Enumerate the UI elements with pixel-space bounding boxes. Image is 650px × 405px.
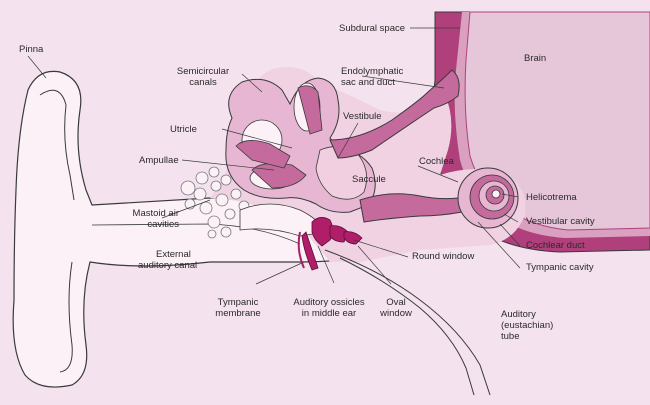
helicotrema-label: Helicotrema xyxy=(526,192,577,203)
pinna-label: Pinna xyxy=(19,44,44,55)
endolymphatic-duct xyxy=(329,69,460,159)
endolymphatic-line-1: Endolymphatic xyxy=(341,66,404,77)
external-line-1: External xyxy=(156,249,191,260)
auditory-tube-label: Auditory (eustachian) tube xyxy=(501,309,553,342)
oval-window-line-1: Oval xyxy=(386,297,406,308)
tympanic-membrane-line-1: Tympanic xyxy=(217,297,259,308)
tympanic-membrane-label: Tympanic membrane xyxy=(208,297,268,319)
ossicles-line-2: in middle ear xyxy=(301,308,357,319)
cochlea-label: Cochlea xyxy=(419,156,454,167)
endolymphatic-line-2: sac and duct xyxy=(341,77,395,88)
external-auditory-canal-label: External auditory canal xyxy=(138,249,197,271)
labyrinth xyxy=(225,77,376,213)
auditory-tube-line-3: tube xyxy=(501,331,520,342)
mastoid-label: Mastoid air cavities xyxy=(117,208,179,230)
vestibule-label: Vestibule xyxy=(343,111,382,122)
subdural-space-label: Subdural space xyxy=(339,23,406,34)
round-window-label: Round window xyxy=(412,251,475,262)
semicircular-canals-line-1: Semicircular xyxy=(176,66,230,77)
leader-lines xyxy=(27,27,521,285)
brain-label: Brain xyxy=(524,53,547,64)
ampullae-label: Ampullae xyxy=(139,155,179,166)
vestibular-cavity-label: Vestibular cavity xyxy=(526,216,595,227)
semicircular-canals-line-2: canals xyxy=(189,77,217,88)
ossicles-label: Auditory ossicles in middle ear xyxy=(281,297,377,319)
tympanic-membrane-line-2: membrane xyxy=(215,308,261,319)
semicircular-canals-label: Semicircular canals xyxy=(167,66,239,88)
tympanic-cavity-label: Tympanic cavity xyxy=(526,262,594,273)
pinna-fold xyxy=(39,89,75,373)
oval-window-line-2: window xyxy=(380,308,412,319)
mastoid-line-2: cavities xyxy=(147,219,179,230)
mastoid-line-1: Mastoid air xyxy=(132,208,179,219)
cochlear-duct-label: Cochlear duct xyxy=(526,240,585,251)
external-line-2: auditory canal xyxy=(138,260,198,271)
endolymphatic-label: Endolymphatic sac and duct xyxy=(341,66,403,88)
cochlea-spiral xyxy=(457,167,519,229)
oval-window-label: Oval window xyxy=(378,297,414,319)
saccule-label: Saccule xyxy=(352,174,386,185)
tympanic-membrane xyxy=(297,231,305,269)
utricle-label: Utricle xyxy=(170,124,197,135)
eustachian-tube xyxy=(324,249,491,396)
ossicles xyxy=(301,217,363,271)
ossicles-line-1: Auditory ossicles xyxy=(293,297,365,308)
pinna-shape xyxy=(12,70,356,388)
auditory-tube-line-1: Auditory xyxy=(501,309,536,320)
auditory-tube-line-2: (eustachian) xyxy=(501,320,554,331)
